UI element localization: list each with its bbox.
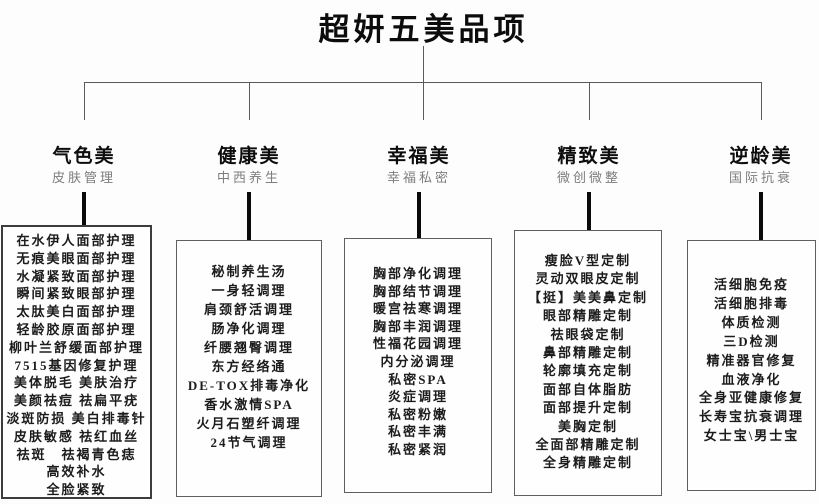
branch-thick-connector	[587, 192, 591, 230]
branch-subtitle: 皮肤管理	[51, 170, 116, 185]
branch-subtitle: 微创微整	[556, 170, 621, 185]
service-item: 面部自体脂肪	[542, 381, 633, 397]
service-item: 东方经络通	[211, 359, 287, 374]
service-item: 全面部精雕定制	[535, 437, 641, 453]
service-item: 全身亚健康修复	[698, 390, 804, 406]
branch-thick-connector	[247, 192, 251, 240]
service-item: 火月石塑纤调理	[196, 416, 302, 431]
service-item: 私密粉嫩	[387, 406, 448, 422]
service-item: 纤腰翘臀调理	[203, 340, 294, 355]
service-item: 美体脱毛 美肤治疗	[13, 375, 140, 391]
service-item: 美颜祛痘 祛扁平疣	[13, 393, 140, 409]
service-item: 24节气调理	[210, 435, 288, 450]
branch-drop-line	[249, 83, 250, 120]
service-item: 无痕美眼面部护理	[16, 250, 137, 266]
branch-thick-connector	[417, 192, 421, 238]
service-item: 血液净化	[721, 371, 782, 387]
branch-thick-connector	[759, 192, 763, 240]
service-item: 高效补水	[46, 464, 107, 480]
service-item: 灵动双眼皮定制	[535, 271, 641, 287]
service-item: 性福花园调理	[372, 336, 463, 352]
service-item: 活细胞免疫	[713, 277, 789, 292]
service-item: 轻龄胶原面部护理	[16, 321, 137, 337]
branch-drop-line	[761, 83, 762, 120]
branch-name: 幸福美	[387, 146, 451, 167]
service-item: 私密丰满	[387, 424, 448, 440]
branch-name: 精致美	[557, 146, 621, 167]
service-item: 鼻部精雕定制	[542, 345, 633, 361]
branch-name: 气色美	[52, 146, 116, 167]
service-item: 香水激情SPA	[204, 397, 294, 412]
service-item: 面部提升定制	[542, 400, 633, 416]
service-item: 活细胞排毒	[713, 295, 789, 311]
service-item: 在水伊人面部护理	[16, 233, 137, 248]
service-item: 暖宫祛寒调理	[372, 301, 463, 317]
service-item: 太肽美白面部护理	[16, 304, 137, 320]
service-item: 7515基因修复护理	[14, 357, 139, 373]
service-item: 胸部结节调理	[372, 283, 463, 299]
service-item: 祛斑 祛褐青色痣	[16, 446, 137, 462]
service-item: 精准器官修复	[706, 352, 797, 368]
service-item: 胸部净化调理	[372, 266, 463, 281]
chart-title: 超妍五美品项	[318, 12, 529, 47]
service-item: 眼部精雕定制	[542, 308, 633, 324]
service-item: 女士宝\男士宝	[703, 428, 800, 444]
service-item: 一身轻调理	[211, 283, 287, 298]
branch-items-box: 活细胞免疫活细胞排毒体质检测三D检测精准器官修复血液净化全身亚健康修复长寿宝抗衰…	[687, 240, 816, 491]
service-item: 秘制养生汤	[211, 264, 287, 279]
service-item: 全身精雕定制	[542, 455, 633, 471]
branch-name: 健康美	[217, 146, 281, 167]
branch-items-box: 秘制养生汤一身轻调理肩颈舒活调理肠净化调理纤腰翘臀调理东方经络通 DE-TOX排毒…	[176, 240, 322, 497]
branch-items-box: 瘦脸V型定制灵动双眼皮定制【挺】美美鼻定制眼部精雕定制祛眼袋定制鼻部精雕定制轮廓…	[514, 230, 662, 496]
branch-items-box: 在水伊人面部护理无痕美眼面部护理水凝紧致面部护理瞬间紧致眼部护理太肽美白面部护理…	[1, 225, 152, 499]
branch-thick-connector	[82, 192, 86, 225]
service-item: 胸部丰润调理	[372, 318, 463, 334]
service-item: 私密SPA	[388, 371, 448, 387]
service-item: 私密紧润	[387, 441, 448, 457]
branch-subtitle: 中西养生	[216, 170, 281, 185]
service-item: 祛眼袋定制	[550, 326, 626, 342]
service-item: DE-TOX排毒净化	[187, 378, 311, 393]
branch-drop-line	[589, 83, 590, 120]
service-item: 内分泌调理	[380, 353, 456, 369]
service-item: 皮肤敏感 祛红血丝	[13, 428, 140, 444]
service-item: 美胸定制	[557, 418, 618, 434]
service-item: 水凝紧致面部护理	[16, 268, 137, 284]
service-item: 体质检测	[721, 314, 782, 330]
branch-subtitle: 国际抗衰	[728, 170, 793, 185]
horizontal-connector-line	[84, 82, 762, 83]
service-item: 全脸紧致	[46, 482, 107, 498]
branch-items-box: 胸部净化调理胸部结节调理暖宫祛寒调理胸部丰润调理性福花园调理内分泌调理私密SPA…	[344, 238, 492, 493]
service-item: 肩颈舒活调理	[203, 302, 294, 317]
service-item: 肠净化调理	[211, 321, 287, 336]
service-item: 轮廓填充定制	[542, 363, 633, 379]
service-item: 瘦脸V型定制	[544, 253, 632, 268]
branch-drop-line	[84, 83, 85, 120]
service-item: 柳叶兰舒缓面部护理	[8, 339, 144, 355]
service-item: 【挺】美美鼻定制	[527, 289, 648, 305]
service-item: 长寿宝抗衰调理	[698, 409, 804, 425]
service-item: 三D检测	[723, 333, 780, 349]
service-item: 炎症调理	[387, 389, 448, 405]
service-item: 淡斑防损 美白排毒针	[6, 410, 147, 426]
branch-subtitle: 幸福私密	[386, 170, 451, 185]
branch-name: 逆龄美	[729, 146, 793, 167]
root-connector-line	[423, 46, 424, 120]
service-item: 瞬间紧致眼部护理	[16, 286, 137, 302]
